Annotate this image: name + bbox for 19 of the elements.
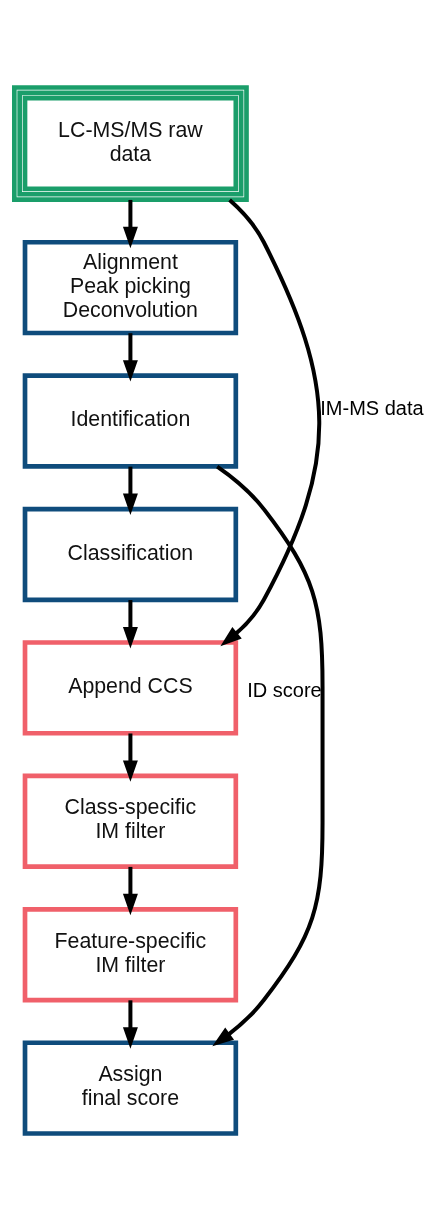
arrow [211, 464, 325, 1046]
arrow [122, 866, 138, 915]
node-box: Classification [22, 506, 238, 602]
edge-label: ID score [246, 678, 322, 701]
arrow [122, 733, 138, 782]
node-box: Class-specific IM filter [22, 773, 238, 869]
arrow [122, 332, 138, 382]
node-box: Feature-specific IM filter [22, 906, 238, 1002]
arrow [219, 198, 321, 646]
node-box: Identification [22, 372, 238, 469]
arrow [122, 599, 138, 648]
node-box: Alignment Peak picking Deconvolution [22, 239, 238, 335]
arrow [122, 466, 138, 515]
node-box: LC-MS/MS raw data [11, 84, 249, 202]
node-box: Assign final score [22, 1039, 238, 1136]
arrow [122, 199, 138, 248]
node-box: Append CCS [22, 639, 238, 736]
arrow [122, 999, 138, 1049]
edge-label: IM-MS data [319, 396, 424, 419]
